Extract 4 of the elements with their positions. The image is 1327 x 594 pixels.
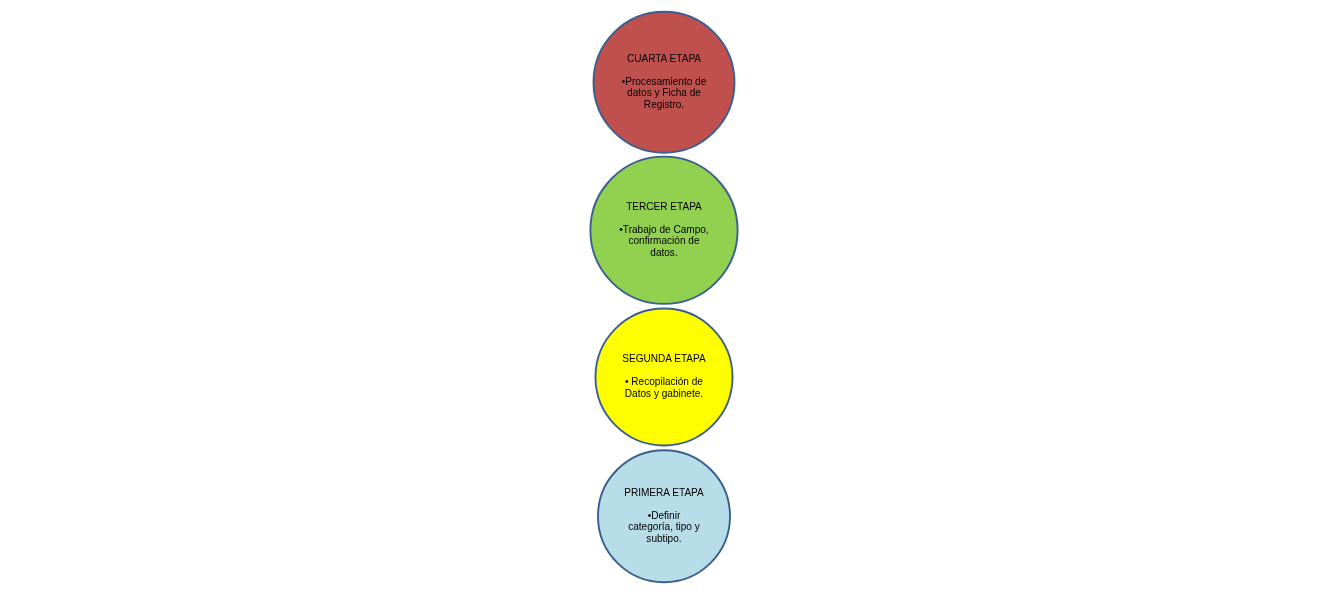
node-circle: SEGUNDA ETAPA • Recopilación de Datos y gabinete. [594,307,733,447]
node-circle: TERCER ETAPA •Trabajo de Campo, confirmación de datos. [588,155,739,305]
node-circle: CUARTA ETAPA •Procesamiento de datos y Ficha de Registro. [592,10,735,154]
node-circle: PRIMERA ETAPA •Definir categoría, tipo y subtipo. [596,449,731,584]
